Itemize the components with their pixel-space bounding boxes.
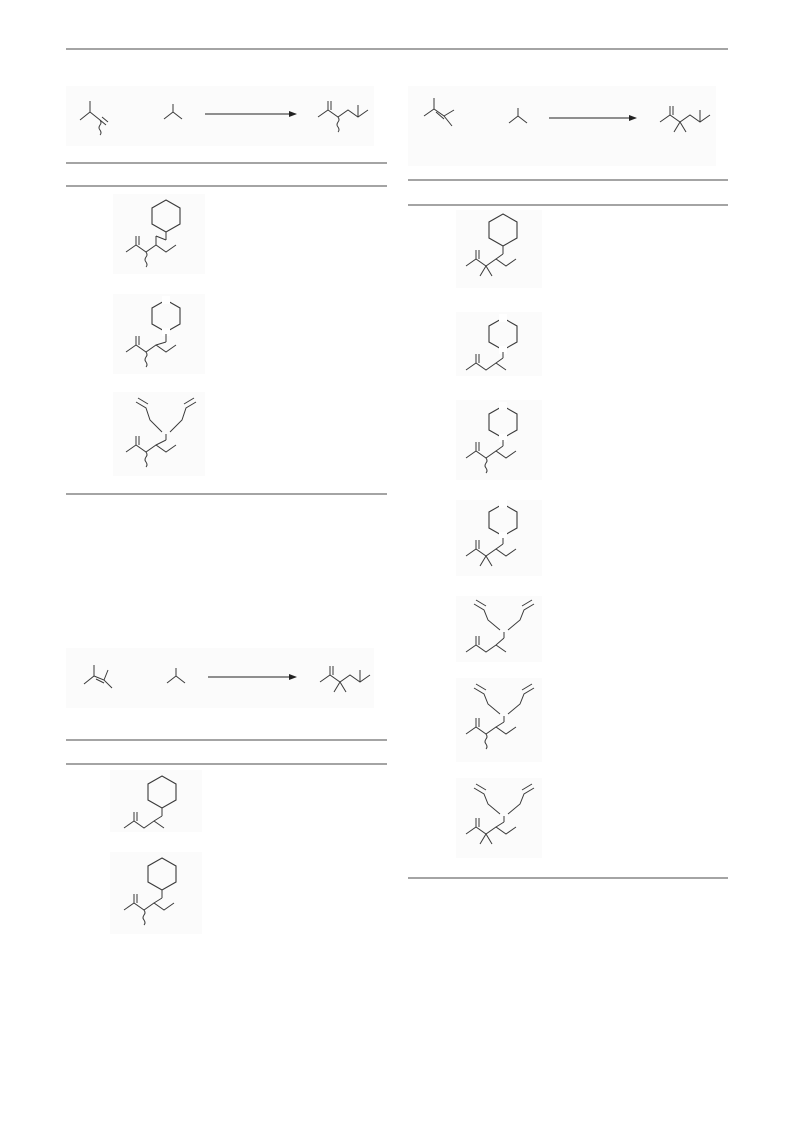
structure-diallylamine-row — [113, 392, 205, 476]
scheme-left-bottom — [66, 648, 374, 708]
scheme-right-top — [408, 86, 716, 166]
structure-diallylamine-row — [456, 778, 542, 858]
reagent-structure — [508, 108, 528, 124]
structure-morpholine-row — [456, 312, 542, 376]
structure-piperidine-row — [110, 852, 202, 934]
scheme-left-top — [66, 86, 374, 146]
structure-piperidine-row — [113, 194, 205, 274]
structure-diallylamine-row — [456, 678, 542, 762]
structure-morpholine-row — [113, 294, 205, 374]
reagent-structure — [166, 668, 186, 684]
structure-morpholine-row — [456, 500, 542, 576]
structure-piperidine-row — [456, 210, 542, 288]
reagent-structure — [79, 101, 109, 136]
structure-morpholine-row — [456, 400, 542, 480]
structure-diallylamine-row — [456, 596, 542, 662]
reagent-structure — [83, 665, 113, 689]
structure-piperidine-row — [110, 770, 202, 832]
reagent-structure — [163, 104, 183, 120]
product-structure — [659, 106, 711, 133]
product-structure — [319, 666, 371, 693]
product-structure — [317, 101, 369, 133]
reagent-structure — [423, 98, 455, 127]
